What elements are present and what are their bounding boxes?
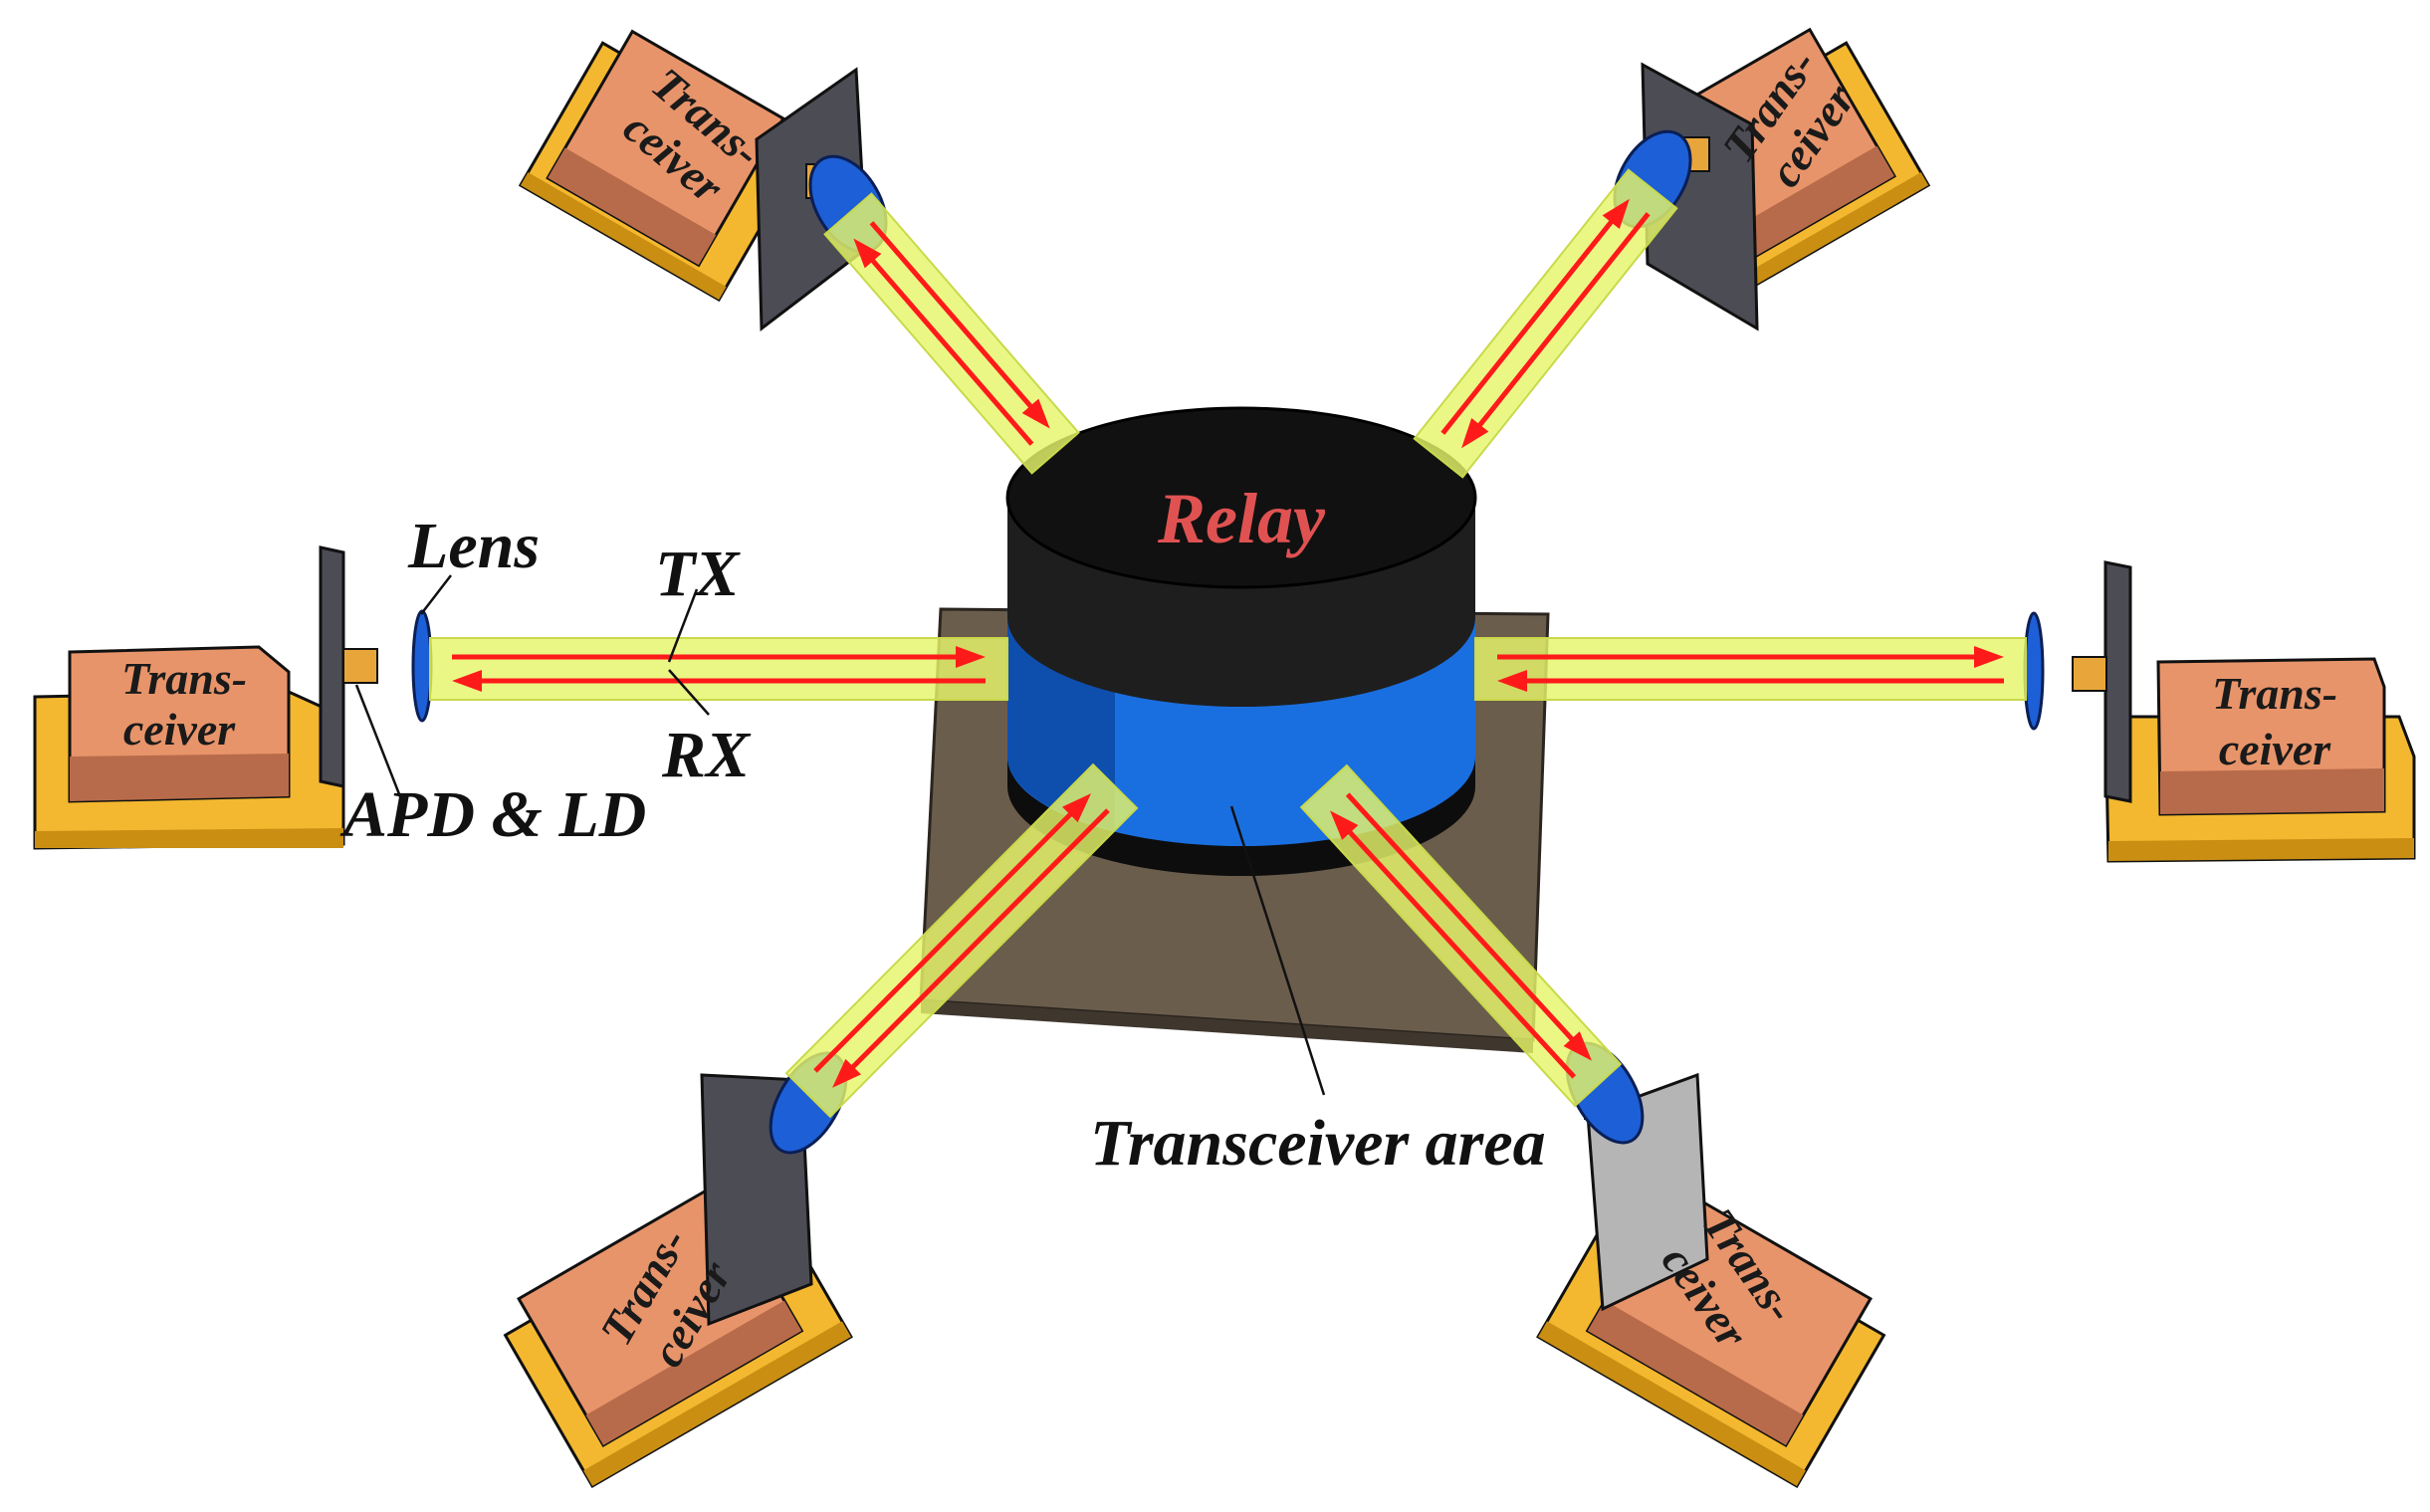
arrow-right-tx-head: [1974, 646, 2004, 668]
arrow-bottom-left-rx-head: [832, 1058, 861, 1088]
relay-label: Relay: [1157, 479, 1326, 558]
arrow-top-right-tx-line: [1471, 212, 1651, 435]
arrow-top-right-rx-head: [1602, 198, 1630, 230]
transceiver-unit-right: Trans- ceiver: [2023, 560, 2416, 863]
transceiver-unit-bottom-right: Trans- ceiver: [1536, 1041, 1886, 1488]
beam-group: [429, 168, 2027, 1119]
relay-cylinder: [1005, 406, 1477, 876]
arrow-bottom-right-rx-head: [1330, 810, 1359, 840]
transceiver-label-line1: Trans-: [121, 653, 247, 704]
transceiver-unit-top-right: Trans- ceiver: [1613, 27, 1931, 331]
transceiver-label-line2: ceiver: [123, 704, 236, 755]
annotation-lines: [354, 574, 1326, 1096]
transceiver-unit-top-left: Trans- ceiver: [518, 29, 888, 331]
transceiver-label-line2: ceiver: [2219, 724, 2331, 774]
beam-bottom-right: [1299, 763, 1623, 1108]
arrow-bottom-left-rx-line: [844, 808, 1110, 1076]
beam-top-left: [823, 192, 1080, 475]
transceiver-unit-bottom-left: Trans- ceiver: [503, 1051, 853, 1488]
apd-ld-label: APD & LD: [339, 778, 646, 851]
arrow-top-right-rx-line: [1440, 212, 1620, 435]
beam-bottom-left: [784, 762, 1139, 1119]
arrow-bottom-left-tx-line: [813, 805, 1079, 1073]
arrow-top-left-rx-head: [853, 238, 882, 269]
arrow-bottom-right-tx-line: [1345, 792, 1581, 1048]
arrow-bottom-right-tx-head: [1563, 1031, 1592, 1061]
arrow-bottom-left-tx-head: [1062, 793, 1091, 823]
arrow-right-rx-head: [1497, 670, 1527, 692]
lens-label: Lens: [407, 510, 540, 582]
arrow-top-left-rx-line: [864, 251, 1034, 446]
transceiver-unit-left: Trans- ceiver: [33, 545, 433, 850]
beam-right: [1474, 637, 2027, 701]
arrow-left-rx-head: [452, 670, 482, 692]
arrow-bottom-right-rx-line: [1341, 823, 1577, 1079]
beam-left: [429, 637, 1008, 701]
transceiver-area-label: Transceiver area: [1090, 1107, 1546, 1180]
arrow-left-tx-head: [956, 646, 986, 668]
transceiver-label-line1: Trans-: [2212, 668, 2337, 719]
beam-top-right: [1413, 168, 1678, 479]
rx-label: RX: [661, 719, 752, 791]
arrow-top-left-tx-line: [869, 221, 1039, 416]
tx-label: TX: [655, 538, 741, 610]
arrow-top-left-tx-head: [1021, 398, 1050, 429]
arrow-top-right-tx-head: [1461, 417, 1489, 449]
